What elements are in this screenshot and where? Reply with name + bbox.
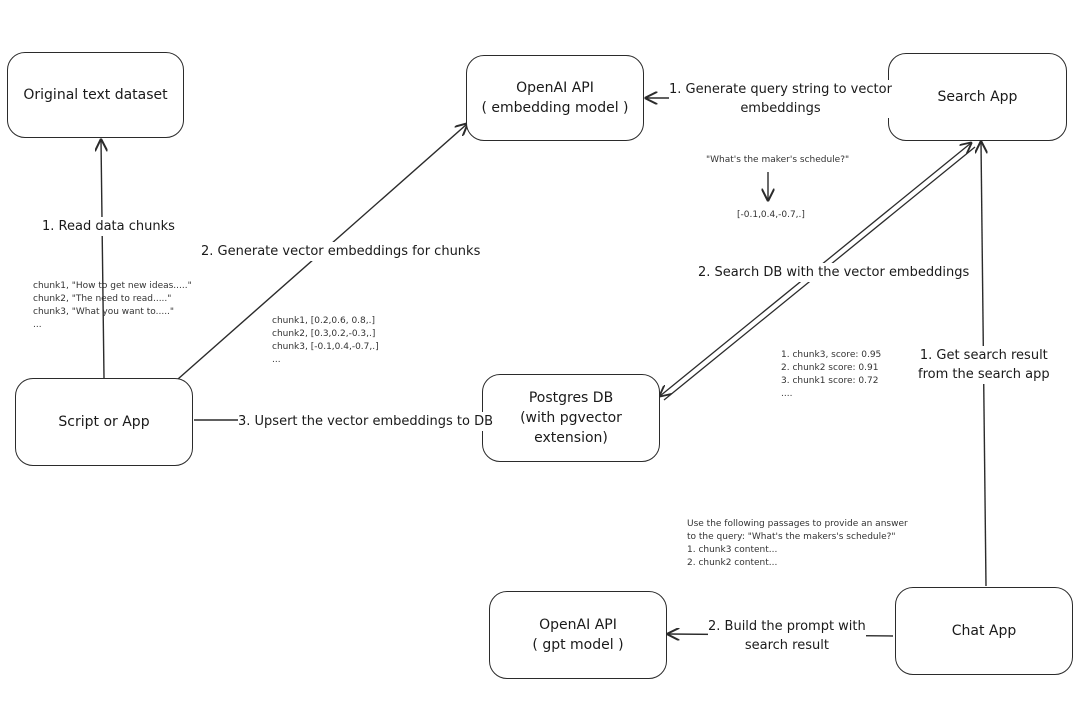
note-query-vector: [-0.1,0.4,-0.7,.]	[737, 210, 805, 220]
openai-embedding-subtitle: ( embedding model )	[481, 100, 629, 116]
postgres-node: Postgres DB (with pgvector extension)	[482, 374, 660, 462]
note-query-example: "What's the maker's schedule?"	[706, 155, 850, 165]
label-build-prompt-line1: 2. Build the prompt with	[708, 619, 866, 634]
label-build-prompt-line2: search result	[744, 638, 829, 653]
label-get-result-line2: from the search app	[918, 367, 1050, 382]
label-build-prompt: 2. Build the prompt with search result	[708, 617, 866, 655]
chat-app-node: Chat App	[895, 587, 1073, 675]
label-upsert: 3. Upsert the vector embeddings to DB	[238, 412, 494, 431]
label-get-result: 1. Get search result from the search app	[918, 346, 1050, 384]
note-prompt: Use the following passages to provide an…	[687, 519, 908, 568]
note-scores: 1. chunk3, score: 0.95 2. chunk2 score: …	[781, 350, 882, 399]
label-query-to-vector-line2: embeddings	[740, 101, 821, 116]
script-app-node: Script or App	[15, 378, 193, 466]
note-vector-chunks: chunk1, [0.2,0.6, 0.8,.] chunk2, [0.3,0.…	[272, 316, 379, 365]
note-text-chunks: chunk1, "How to get new ideas....." chun…	[33, 281, 192, 330]
label-read-chunks: 1. Read data chunks	[42, 217, 175, 236]
label-get-result-line1: 1. Get search result	[919, 348, 1048, 363]
search-app-label: Search App	[937, 89, 1018, 105]
openai-embedding-node: OpenAI API ( embedding model )	[466, 55, 644, 141]
openai-embedding-title: OpenAI API	[516, 80, 594, 96]
search-app-node: Search App	[888, 53, 1067, 141]
postgres-title: Postgres DB	[528, 390, 614, 406]
label-query-to-vector-line1: 1. Generate query string to vector	[669, 82, 892, 97]
label-search-db: 2. Search DB with the vector embeddings	[698, 263, 970, 282]
label-query-to-vector: 1. Generate query string to vector embed…	[669, 80, 892, 118]
openai-gpt-node: OpenAI API ( gpt model )	[489, 591, 667, 679]
arrow-read-chunks	[101, 140, 104, 379]
script-app-label: Script or App	[58, 414, 150, 430]
chat-app-label: Chat App	[951, 623, 1017, 639]
openai-gpt-title: OpenAI API	[539, 617, 617, 633]
original-dataset-label: Original text dataset	[23, 87, 168, 103]
openai-gpt-subtitle: ( gpt model )	[532, 637, 624, 653]
postgres-subtitle: (with pgvector extension)	[520, 410, 622, 446]
label-generate-embeddings: 2. Generate vector embeddings for chunks	[201, 242, 481, 261]
original-dataset-node: Original text dataset	[7, 52, 184, 138]
